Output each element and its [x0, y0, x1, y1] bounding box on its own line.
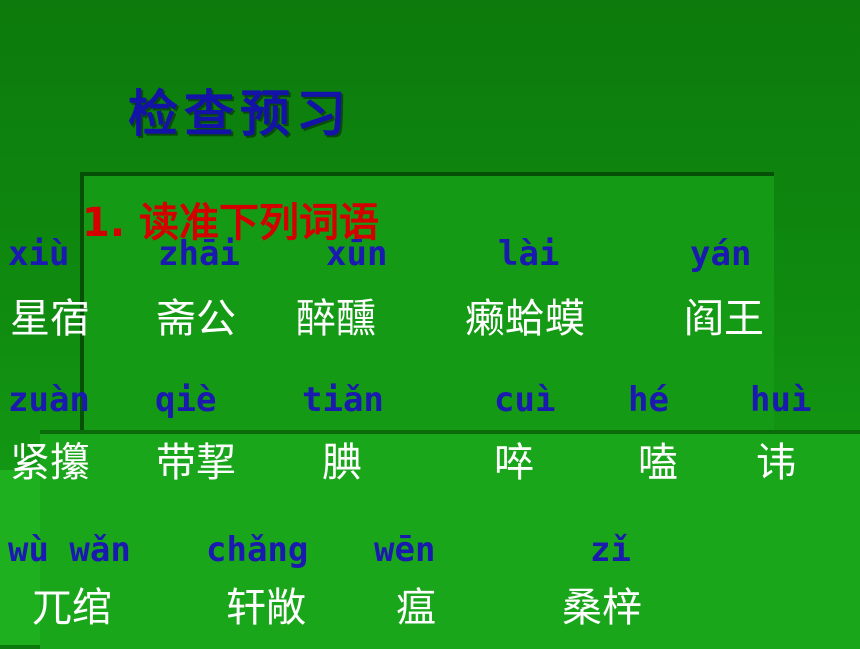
pinyin-label: chǎng [206, 530, 309, 570]
vocab-word: 轩敞 [226, 585, 306, 631]
pinyin-label: xūn [326, 234, 388, 274]
section-heading: 1. 读准下列词语 [82, 200, 379, 246]
vocab-word: 啐 [494, 440, 534, 486]
pinyin-label: hé [628, 380, 669, 420]
vocab-word: 星宿 [10, 296, 90, 342]
vocab-word: 桑梓 [562, 585, 642, 631]
vocab-word: 癞蛤蟆 [465, 296, 585, 342]
slide-title: 检查预习 [128, 84, 352, 143]
pinyin-label: zǐ [590, 530, 631, 570]
pinyin-label: qiè [155, 380, 217, 420]
pinyin-label: huì [750, 380, 812, 420]
pinyin-label: cuì [494, 380, 556, 420]
decorative-panel-left [0, 470, 40, 645]
vocab-word: 兀绾 [32, 585, 112, 631]
vocab-word: 紧攥 [10, 440, 90, 486]
pinyin-label: zhāi [158, 234, 240, 274]
pinyin-label: tiǎn [302, 380, 384, 420]
pinyin-label: yán [690, 234, 752, 274]
vocab-word: 讳 [756, 440, 796, 486]
vocab-word: 腆 [322, 440, 362, 486]
vocab-word: 醉醺 [296, 296, 376, 342]
vocab-word: 斋公 [156, 296, 236, 342]
pinyin-label: lài [498, 234, 560, 274]
vocab-word: 嗑 [638, 440, 678, 486]
vocab-word: 带挈 [156, 440, 236, 486]
vocab-word: 瘟 [396, 585, 436, 631]
pinyin-label: wù wǎn [8, 530, 131, 570]
decorative-panel-lower [40, 430, 860, 649]
pinyin-label: zuàn [8, 380, 90, 420]
pinyin-label: xiù [8, 234, 70, 274]
pinyin-label: wēn [374, 530, 436, 570]
vocab-word: 阎王 [684, 296, 764, 342]
decorative-panel-upper [80, 172, 774, 436]
